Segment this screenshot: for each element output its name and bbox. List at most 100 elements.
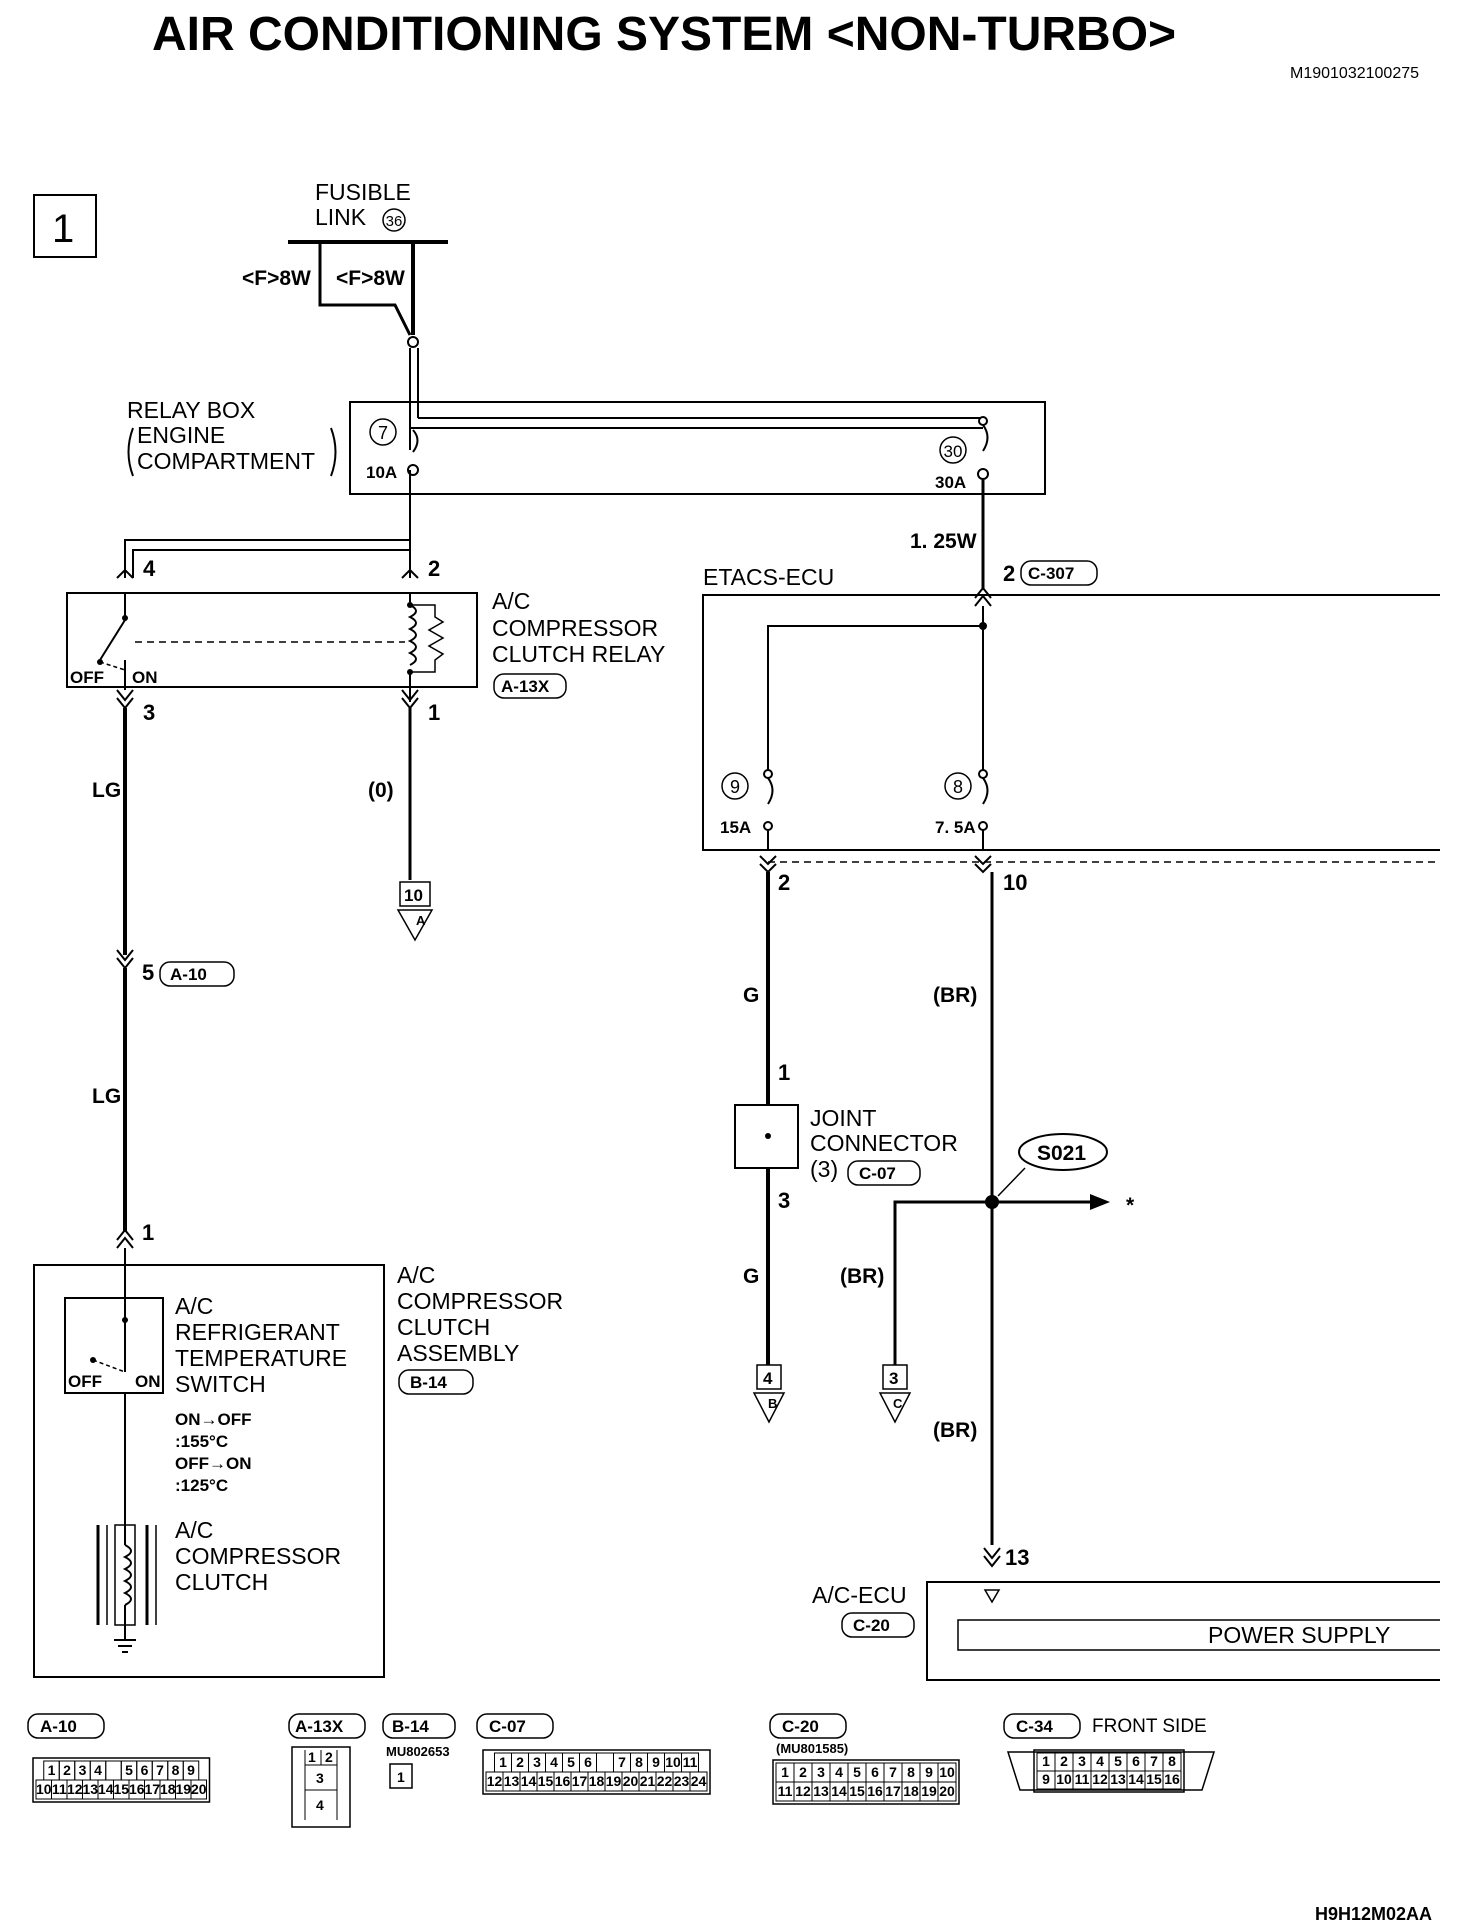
fuse-7-circle: [369, 418, 397, 446]
connector-cell-label: 5: [853, 1764, 861, 1780]
connector-cell-label: 13: [82, 1781, 98, 1797]
relay-box-paren-right: [330, 427, 337, 477]
fuse-8-terminal-bottom: [978, 821, 988, 831]
joint-label-1: JOINT: [810, 1105, 876, 1131]
connector-cell-label: 20: [191, 1781, 207, 1797]
etacs-internal-left: [767, 625, 983, 770]
connector-cell-label: 9: [187, 1762, 195, 1778]
splice-branch-arrow: [1090, 1194, 1110, 1210]
wire-relay-pin4-inner: [132, 549, 410, 578]
assembly-connector-badge: [398, 1369, 474, 1395]
document-code: M1901032100275: [1290, 65, 1419, 82]
switch-spec-1: ON→OFF: [175, 1410, 252, 1429]
legend-a13x-connector: [291, 1746, 351, 1828]
connector-cell-label: 7: [1150, 1753, 1158, 1769]
legend-c20-label: C-20: [782, 1717, 819, 1736]
splice-s021-badge: [1018, 1133, 1108, 1171]
fuse-8-rating: 7. 5A: [935, 818, 976, 837]
wire-g-label-2: G: [743, 1265, 759, 1288]
connector-frame: [32, 1757, 211, 1803]
ground-a-box: [399, 881, 431, 907]
connector-cell-label: 4: [1096, 1753, 1104, 1769]
relay-box-label-1: RELAY BOX: [127, 397, 255, 423]
relay-pin3-arrow: [116, 689, 134, 702]
connector-cell-label: 18: [589, 1773, 605, 1789]
connector-cell-label: 2: [1060, 1753, 1068, 1769]
wire-1-25w-label: 1. 25W: [910, 530, 977, 553]
acecu-box: [926, 1581, 1440, 1681]
ac-compressor-clutch-assembly: [33, 1264, 385, 1678]
etacs-pin-out-left: 2: [778, 870, 790, 895]
connector-cell-label: 14: [521, 1773, 537, 1789]
switch-label-2: REFRIGERANT: [175, 1319, 340, 1345]
wire-zero-label: (0): [368, 779, 394, 802]
connector-cell-label: 4: [835, 1764, 843, 1780]
splice-asterisk: *: [1126, 1194, 1135, 1217]
etacs-out-left-arrow-1: [759, 855, 777, 866]
switch-pivot: [122, 1317, 128, 1323]
connector-cell-label: 16: [555, 1773, 571, 1789]
legend-a13x-label: A-13X: [295, 1717, 344, 1736]
splice-s021-leader: [997, 1167, 1026, 1197]
page-number: 1: [52, 207, 74, 251]
connector-cell-label: 9: [652, 1754, 660, 1770]
power-supply-box: [957, 1619, 1440, 1651]
relay-label-3: CLUTCH RELAY: [492, 641, 665, 667]
assembly-label-1: A/C: [397, 1262, 435, 1288]
fusible-link-number-circle: [382, 208, 406, 232]
legend-c34-shell: [1006, 1751, 1216, 1791]
assembly-pin1-arrow-2: [116, 1236, 134, 1249]
legend-b14-connector: [389, 1763, 413, 1789]
wire-br-label-2: (BR): [840, 1265, 884, 1288]
relay-resistor: [410, 604, 445, 673]
joint-pin-3: 3: [778, 1188, 790, 1213]
assembly-pin-1: 1: [142, 1220, 154, 1245]
assembly-label-3: CLUTCH: [397, 1314, 490, 1340]
legend-b14-cell: 1: [397, 1769, 405, 1785]
relay-box-label-2: ENGINE: [137, 422, 225, 448]
fuse-30-circle: [939, 436, 967, 464]
fuse-7-element: [412, 429, 419, 453]
legend-a13x-badge: [288, 1713, 366, 1739]
wire-lg-label-1: LG: [92, 779, 121, 802]
connector-cell-label: 13: [504, 1773, 520, 1789]
connector-cell-label: 8: [1168, 1753, 1176, 1769]
legend-a10-label: A-10: [40, 1717, 77, 1736]
legend-a13x-cell-1: 1: [308, 1749, 316, 1765]
clutch-label-1: A/C: [175, 1517, 213, 1543]
connector-cell: [689, 1771, 708, 1792]
etacs-label: ETACS-ECU: [703, 564, 834, 590]
legend-c07-label: C-07: [489, 1717, 526, 1736]
connector-cell-label: 19: [175, 1781, 191, 1797]
connector-cell-label: 3: [1078, 1753, 1086, 1769]
relay-on-label: ON: [132, 668, 158, 687]
connector-cell-label: 8: [907, 1764, 915, 1780]
connector-cell-label: 18: [903, 1783, 919, 1799]
joint-pin-1: 1: [778, 1060, 790, 1085]
connector-cell-label: 1: [48, 1762, 56, 1778]
connector-cell-label: 13: [813, 1783, 829, 1799]
ground-c-num: 3: [889, 1369, 898, 1388]
relay-box: [349, 401, 1046, 495]
connector-cell-label: 16: [129, 1781, 145, 1797]
relay-pin1-arrow: [401, 689, 419, 702]
relay-connector-badge: [493, 673, 567, 699]
connector-frame: [772, 1759, 960, 1805]
connector-cell-label: 11: [683, 1754, 698, 1770]
wire-br-label-1: (BR): [933, 984, 977, 1007]
splice-s021-label: S021: [1037, 1142, 1086, 1165]
fuse-7-rating: 10A: [366, 463, 397, 482]
connector-cell-label: 17: [885, 1783, 901, 1799]
joint-connector-badge: [847, 1160, 921, 1186]
connector-cell-label: 5: [125, 1762, 133, 1778]
joint-connector-code: C-07: [859, 1164, 896, 1183]
connector-cell-label: 21: [640, 1773, 656, 1789]
connector-frame: [482, 1749, 711, 1795]
power-supply-label: POWER SUPPLY: [1208, 1622, 1390, 1648]
ground-b-num: 4: [763, 1369, 773, 1388]
connector-cell-label: 11: [52, 1781, 67, 1797]
connector-cell-label: 20: [939, 1783, 955, 1799]
switch-travel: [92, 1359, 126, 1373]
